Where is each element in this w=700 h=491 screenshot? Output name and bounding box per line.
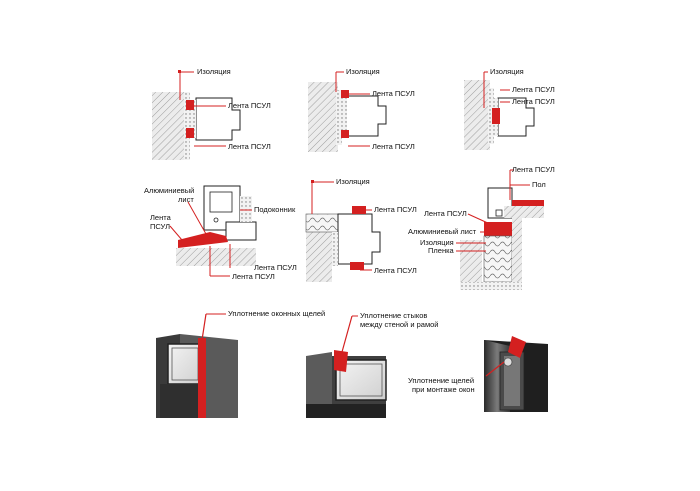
wall-base	[176, 248, 256, 266]
photo-wall-frame-joints: Уплотнение стыков между стеной и рамой	[306, 311, 438, 418]
psul-tape-bottom	[350, 262, 364, 270]
psul-tape-bottom	[186, 128, 194, 138]
foam-insulation	[240, 196, 252, 222]
label-insulation: Изоляция	[346, 67, 380, 76]
aluminum-sheet-drip	[178, 232, 228, 248]
plaster-layer	[336, 90, 342, 145]
photo-installation-gaps: Уплотнение щелей при монтаже окон	[408, 336, 548, 412]
label-seal-window-gaps: Уплотнение оконных щелей	[228, 309, 325, 318]
window-frame-profile	[497, 97, 535, 137]
window-frame-profile	[195, 97, 241, 141]
label-seal-joints-l2: между стеной и рамой	[360, 320, 438, 329]
plaster-layer	[184, 92, 190, 160]
label-psul-tape: Лента ПСУЛ	[374, 205, 417, 214]
insulation-layer	[483, 235, 513, 283]
wall-section	[308, 82, 338, 152]
wall-section	[464, 80, 490, 150]
detail-6: Лента ПСУЛ Пол Лента ПСУЛ Алюминиевый ли…	[408, 165, 555, 290]
window-frame-profile	[337, 213, 381, 265]
label-seal-joints-l1: Уплотнение стыков	[360, 311, 427, 320]
label-seal-install-l2: при монтаже окон	[412, 385, 475, 394]
foam-insulation	[190, 100, 196, 138]
foundation	[512, 218, 522, 282]
label-psul-tape: Лента ПСУЛ	[372, 142, 415, 151]
label-psul-tape-l1: Лента	[150, 213, 172, 222]
seal-gap	[508, 336, 526, 358]
label-floor: Пол	[532, 180, 546, 189]
detail-1: Изоляция Лента ПСУЛ Лента ПСУЛ	[152, 67, 271, 160]
label-insulation: Изоляция	[490, 67, 524, 76]
floor-slab	[504, 206, 544, 218]
detail-4: Алюминиевый лист Лента ПСУЛ Подоконник Л…	[144, 185, 297, 281]
foam-insulation	[332, 232, 338, 266]
label-psul-tape: Лента ПСУЛ	[424, 209, 467, 218]
ground	[460, 282, 522, 290]
detail-3: Изоляция Лента ПСУЛ Лента ПСУЛ	[464, 67, 555, 150]
foam-insulation	[340, 96, 347, 136]
label-insulation: Изоляция	[336, 177, 370, 186]
seal-corner	[334, 350, 348, 372]
detail-5: Изоляция Лента ПСУЛ Лента ПСУЛ	[305, 177, 417, 282]
label-psul-tape: Лента ПСУЛ	[512, 165, 555, 174]
label-film: Пленка	[428, 246, 455, 255]
label-psul-tape-l2: ПСУЛ	[150, 222, 170, 231]
label-psul-tape: Лента ПСУЛ	[254, 263, 297, 272]
plaster-layer	[488, 88, 494, 144]
label-windowsill: Подоконник	[254, 205, 296, 214]
seal-strip	[198, 338, 206, 418]
label-psul-tape: Лента ПСУЛ	[228, 142, 271, 151]
psul-tape	[492, 108, 500, 124]
label-psul-tape: Лента ПСУЛ	[512, 97, 555, 106]
psul-tape-top	[352, 206, 366, 214]
psul-tape-top	[186, 100, 194, 110]
label-aluminum-sheet-2: лист	[178, 195, 194, 204]
label-insulation: Изоляция	[420, 238, 454, 247]
label-aluminum-sheet: Алюминиевый лист	[408, 227, 477, 236]
label-psul-tape: Лента ПСУЛ	[232, 272, 275, 281]
psul-tape-bottom	[341, 130, 349, 138]
detail-2: Изоляция Лента ПСУЛ Лента ПСУЛ	[308, 67, 415, 152]
label-marker	[178, 70, 181, 73]
wall-section	[152, 92, 186, 160]
psul-tape-floor	[512, 200, 544, 206]
window-frame-profile	[345, 95, 387, 137]
label-psul-tape: Лента ПСУЛ	[512, 85, 555, 94]
label-aluminum-sheet: Алюминиевый	[144, 186, 194, 195]
label-psul-tape: Лента ПСУЛ	[374, 266, 417, 275]
psul-tape-top	[341, 90, 349, 98]
aluminum-sheet	[484, 222, 512, 236]
label-psul-tape: Лента ПСУЛ	[228, 101, 271, 110]
label-psul-tape: Лента ПСУЛ	[372, 89, 415, 98]
window-glass	[167, 343, 203, 385]
label-insulation: Изоляция	[197, 67, 231, 76]
wall-base	[460, 240, 482, 282]
label-seal-install-l1: Уплотнение щелей	[408, 376, 474, 385]
photo-window-gaps: Уплотнение оконных щелей	[156, 309, 325, 418]
windowsill-board	[225, 221, 257, 241]
